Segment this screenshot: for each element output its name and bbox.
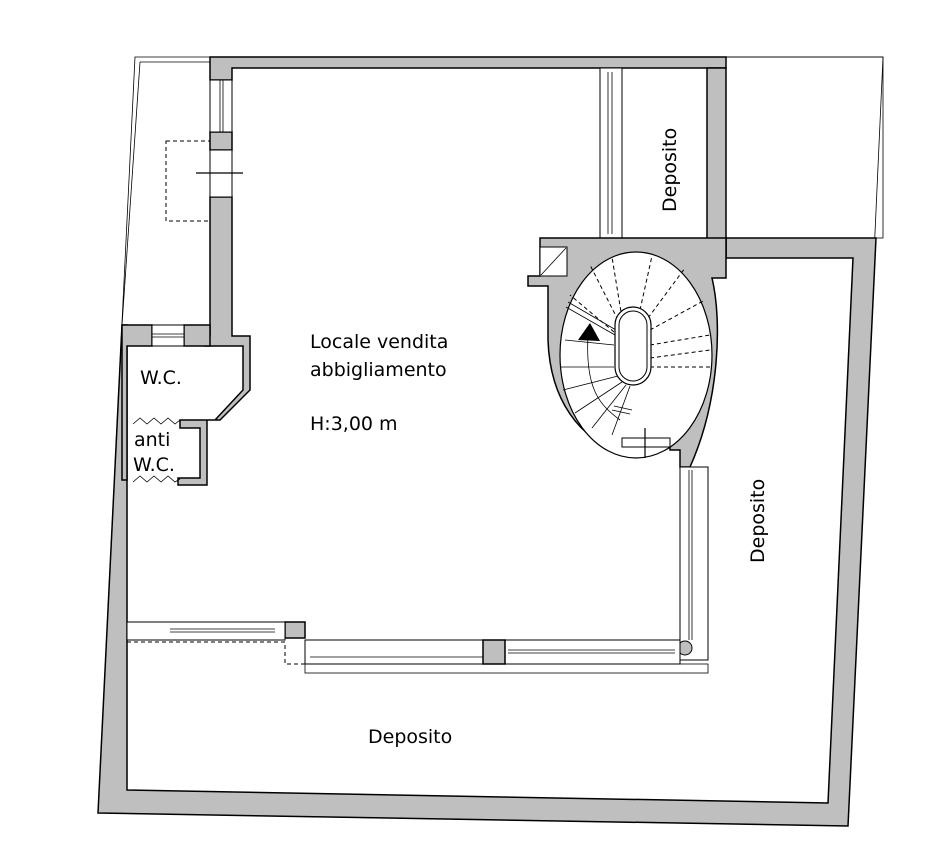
room-label-deposito-right: Deposito	[747, 479, 769, 563]
room-label-main-2: abbigliamento	[310, 359, 447, 381]
stair-newel	[614, 306, 652, 386]
window-top-deposito	[599, 67, 623, 239]
column	[482, 639, 506, 665]
room-height-label: H:3,00 m	[310, 413, 398, 435]
stair-newel-inner	[618, 310, 648, 382]
room-label-deposito-top: Deposito	[659, 128, 681, 212]
window-wc	[151, 324, 185, 347]
room-upper-right	[725, 56, 884, 239]
wall-left	[177, 196, 251, 486]
dashed-fixture	[165, 140, 211, 222]
column	[284, 621, 306, 639]
sliding-door-zigzag	[132, 417, 181, 425]
stair-direction-path	[587, 334, 621, 421]
wall-top	[209, 56, 727, 81]
window-left-top	[209, 79, 233, 133]
room-label-main: Locale vendita	[310, 331, 448, 353]
window-bottom-outer	[304, 663, 709, 674]
room-label-wc: W.C.	[140, 367, 182, 389]
stair-arrow-icon	[578, 323, 600, 341]
room-label-anti-wc: anti	[134, 429, 170, 451]
stair-shaft-diagonal	[540, 247, 567, 276]
sliding-door-zigzag	[132, 475, 181, 483]
courtyard-border	[121, 61, 141, 326]
window-right	[679, 466, 709, 661]
wall-deposito-right	[706, 67, 727, 259]
wc-wall-top-mid	[183, 324, 211, 347]
room-label-anti-wc-2: W.C.	[133, 454, 175, 476]
dashed-edge	[127, 641, 305, 665]
wall-left-upper	[209, 131, 233, 151]
room-label-deposito-bottom: Deposito	[368, 726, 452, 748]
stair-treads	[569, 255, 711, 368]
window-bottom-left	[126, 621, 286, 641]
stair-door	[621, 437, 671, 448]
